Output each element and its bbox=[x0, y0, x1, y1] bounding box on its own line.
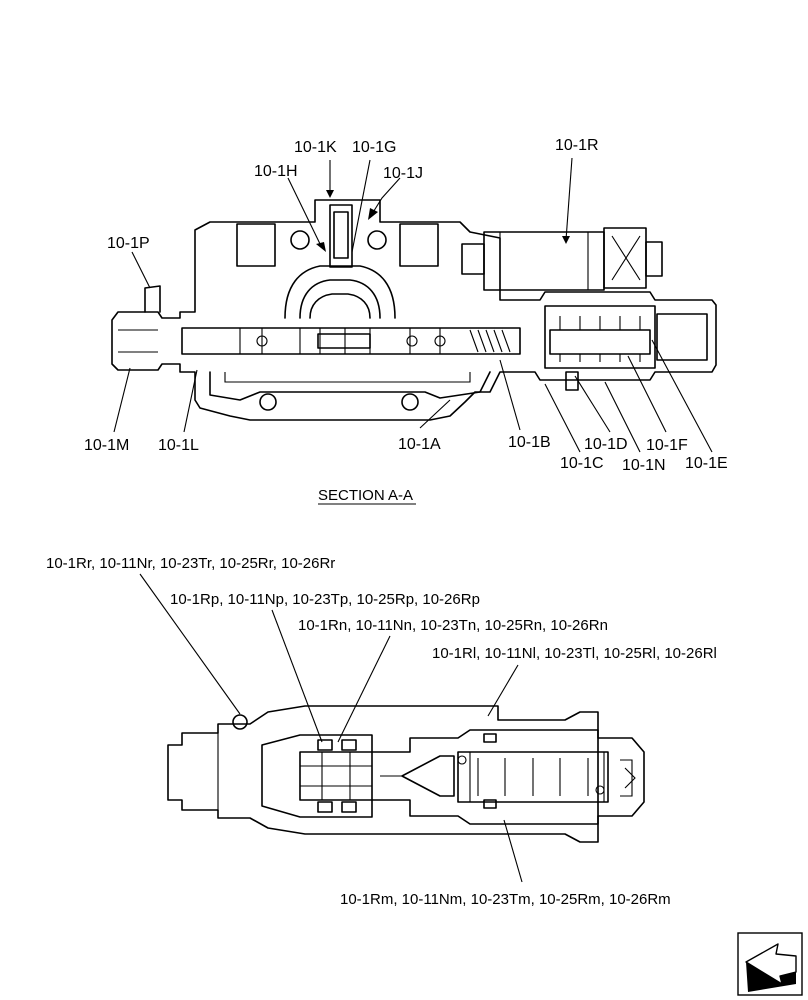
label-10-1b: 10-1B bbox=[508, 434, 551, 451]
label-rr-group: 10-1Rr, 10-11Nr, 10-23Tr, 10-25Rr, 10-26… bbox=[46, 555, 335, 572]
label-10-1c: 10-1C bbox=[560, 455, 604, 472]
label-rl-group: 10-1Rl, 10-11Nl, 10-23Tl, 10-25Rl, 10-26… bbox=[432, 645, 717, 662]
label-10-1k: 10-1K bbox=[294, 139, 337, 156]
section-title: SECTION A-A bbox=[318, 487, 413, 504]
label-rn-group: 10-1Rn, 10-11Nn, 10-23Tn, 10-25Rn, 10-26… bbox=[298, 617, 608, 634]
label-10-1a: 10-1A bbox=[398, 436, 441, 453]
o-ring-rr bbox=[232, 714, 248, 730]
valve-section-drawing bbox=[111, 199, 717, 421]
bottom-part-labels: 10-1Rr, 10-11Nr, 10-23Tr, 10-25Rr, 10-26… bbox=[46, 555, 717, 908]
label-10-1m: 10-1M bbox=[84, 437, 129, 454]
label-10-1j: 10-1J bbox=[383, 165, 423, 182]
next-page-arrow-icon[interactable] bbox=[737, 932, 803, 996]
label-10-1p: 10-1P bbox=[107, 235, 150, 252]
label-10-1g: 10-1G bbox=[352, 139, 396, 156]
label-10-1f: 10-1F bbox=[646, 437, 688, 454]
label-10-1d: 10-1D bbox=[584, 436, 628, 453]
label-10-1e: 10-1E bbox=[685, 455, 728, 472]
label-rm-group: 10-1Rm, 10-11Nm, 10-23Tm, 10-25Rm, 10-26… bbox=[340, 891, 671, 908]
top-leader-lines bbox=[113, 157, 713, 453]
label-10-1n: 10-1N bbox=[622, 457, 666, 474]
bottom-leader-lines bbox=[139, 573, 523, 883]
label-10-1h: 10-1H bbox=[254, 163, 298, 180]
top-part-labels: 10-1K 10-1G 10-1H 10-1J 10-1R 10-1P 10-1… bbox=[84, 137, 728, 474]
label-rp-group: 10-1Rp, 10-11Np, 10-23Tp, 10-25Rp, 10-26… bbox=[170, 591, 480, 608]
label-10-1r: 10-1R bbox=[555, 137, 599, 154]
relief-valve-drawing bbox=[167, 705, 645, 843]
label-10-1l: 10-1L bbox=[158, 437, 199, 454]
